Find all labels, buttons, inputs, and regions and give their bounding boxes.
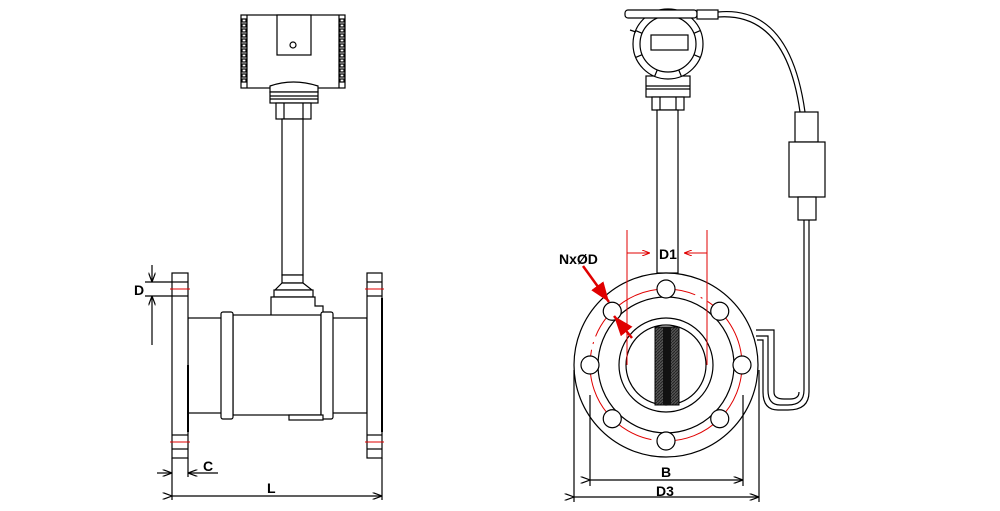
fin <box>241 63 247 68</box>
dim-label-nxod: NxØD <box>559 251 598 267</box>
fin <box>241 68 247 73</box>
fin <box>339 48 345 53</box>
sensor-amplifier-box <box>788 141 826 198</box>
dim-label-b: B <box>661 464 671 480</box>
transmitter-head <box>240 14 346 120</box>
bolt-hole <box>732 355 752 375</box>
fin <box>241 58 247 63</box>
dimension-d3: D3 <box>574 370 760 502</box>
fin <box>241 18 247 23</box>
dimension-c: C <box>157 458 218 500</box>
dimension-d: D <box>134 265 172 345</box>
fin <box>339 38 345 43</box>
fin <box>241 43 247 48</box>
fin <box>339 78 345 83</box>
bolt-hole <box>656 431 676 451</box>
dim-label-d3: D3 <box>656 483 674 499</box>
fin <box>241 73 247 78</box>
flange-face <box>573 272 759 458</box>
sensor-stem <box>281 118 304 276</box>
meter-body <box>187 311 368 421</box>
bolt-hole <box>656 279 676 299</box>
fin <box>339 33 345 38</box>
dim-label-l: L <box>267 480 276 496</box>
bolt-hole <box>602 301 622 321</box>
flange-right <box>365 272 384 459</box>
fin <box>339 43 345 48</box>
bolt-hole <box>710 301 730 321</box>
fin <box>339 23 345 28</box>
dimension-l: L <box>172 458 383 500</box>
fin <box>339 18 345 23</box>
bolt-hole <box>710 409 730 429</box>
dimension-nxod: NxØD <box>559 251 633 339</box>
remote-cable <box>717 10 826 411</box>
dim-label-c: C <box>203 458 213 474</box>
fin <box>339 68 345 73</box>
flange-left <box>170 272 190 459</box>
fin <box>339 28 345 33</box>
fin <box>241 53 247 58</box>
fin <box>241 28 247 33</box>
fin <box>241 33 247 38</box>
fin <box>241 23 247 28</box>
dimension-b: B <box>590 395 744 486</box>
bolt-hole <box>602 409 622 429</box>
transmitter <box>624 8 719 111</box>
dimension-d1: D1 <box>626 230 708 365</box>
side-view: D C L <box>134 14 384 500</box>
fin <box>241 48 247 53</box>
dim-label-d1: D1 <box>659 246 677 262</box>
fin <box>339 73 345 78</box>
fin <box>339 63 345 68</box>
fin <box>241 78 247 83</box>
front-view: D1 NxØD B D3 <box>559 8 826 502</box>
fin <box>339 53 345 58</box>
fin <box>241 38 247 43</box>
bolt-hole <box>580 355 600 375</box>
fin <box>339 58 345 63</box>
dim-label-d: D <box>134 282 144 298</box>
